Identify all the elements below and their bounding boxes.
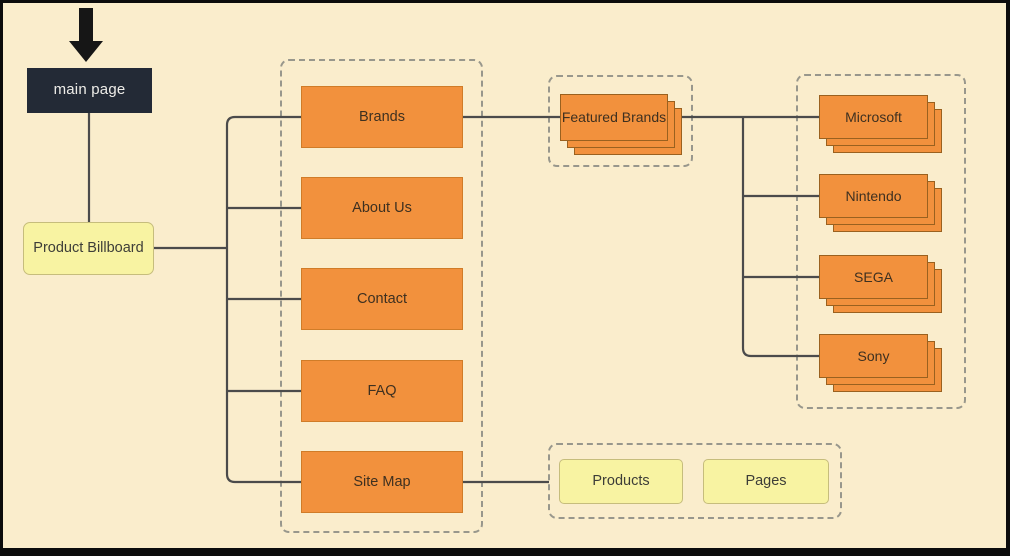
stack-face-label: Nintendo [819, 174, 928, 218]
down-arrow-icon [69, 8, 103, 62]
node-products[interactable]: Products [559, 459, 683, 504]
node-contact[interactable]: Contact [301, 268, 463, 330]
stack-face-label: Featured Brands [560, 94, 668, 141]
node-sega[interactable]: SEGA [819, 255, 942, 313]
node-pages[interactable]: Pages [703, 459, 829, 504]
node-microsoft[interactable]: Microsoft [819, 95, 942, 153]
node-product-billboard[interactable]: Product Billboard [23, 222, 154, 275]
node-sony[interactable]: Sony [819, 334, 942, 392]
node-featured-brands[interactable]: Featured Brands [560, 94, 682, 155]
node-faq[interactable]: FAQ [301, 360, 463, 422]
node-site-map[interactable]: Site Map [301, 451, 463, 513]
stack-face-label: Microsoft [819, 95, 928, 139]
node-main-page[interactable]: main page [27, 68, 152, 113]
node-nintendo[interactable]: Nintendo [819, 174, 942, 232]
featured-brands-group [548, 75, 693, 167]
nav-pages-group [280, 59, 483, 533]
brand-pages-group [796, 74, 966, 409]
node-about-us[interactable]: About Us [301, 177, 463, 239]
stack-face-label: Sony [819, 334, 928, 378]
node-brands[interactable]: Brands [301, 86, 463, 148]
stack-face-label: SEGA [819, 255, 928, 299]
